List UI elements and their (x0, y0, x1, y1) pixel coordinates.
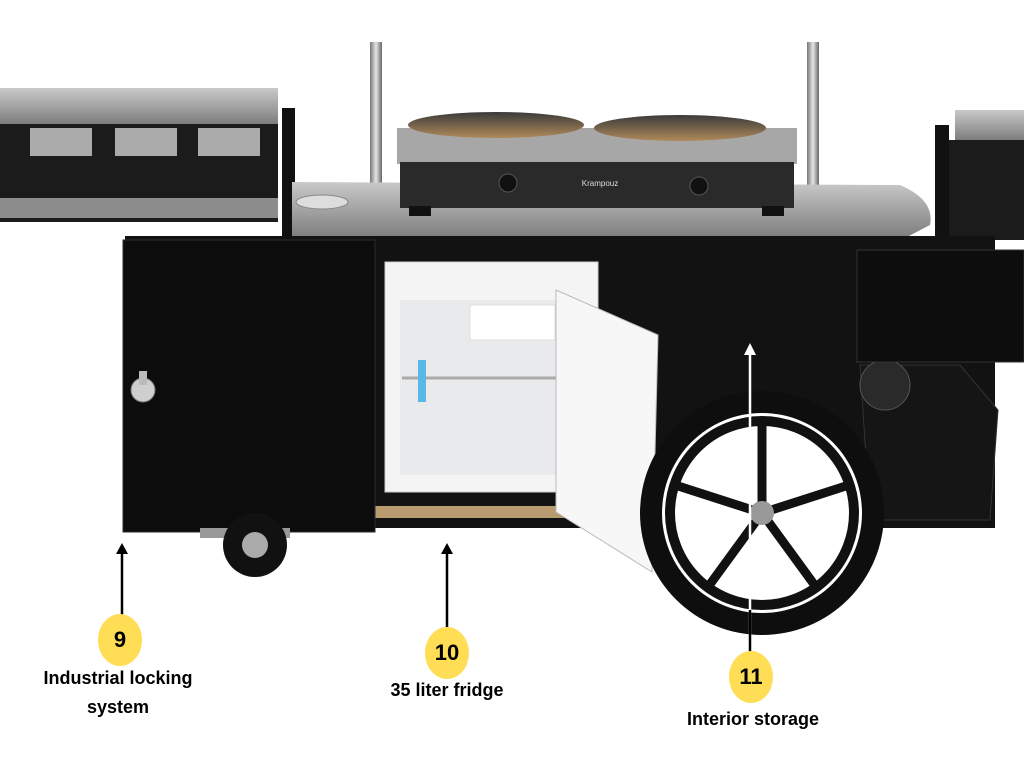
right-cabinet-door (856, 249, 1024, 363)
storage-basket (859, 359, 999, 521)
crepe-machine: Krampouz (397, 112, 797, 216)
callout-label-line: Industrial locking (43, 668, 193, 688)
svg-text:Krampouz: Krampouz (582, 179, 618, 188)
umbrella-pole-left (370, 42, 382, 202)
large-wheel (640, 391, 884, 635)
callout-label-line: Interior storage (686, 709, 820, 729)
callout-label-11: Interior storage (687, 705, 819, 734)
callout-label-10: 35 liter fridge (390, 676, 503, 705)
callout-arrow-9 (116, 543, 128, 615)
callout-badge-9: 9 (98, 614, 142, 666)
fridge (384, 261, 659, 573)
fridge-door (555, 289, 659, 573)
umbrella-pole-right (807, 42, 819, 207)
caster-wheel (200, 513, 290, 577)
callout-label-line: system (86, 697, 150, 717)
callout-badge-10: 10 (425, 627, 469, 679)
topping-tray-left (0, 88, 295, 240)
callout-label-9: Industrial locking system (43, 664, 192, 722)
industrial-lock-icon (130, 371, 156, 403)
callout-arrow-10 (441, 543, 453, 628)
callout-badge-11: 11 (729, 651, 773, 703)
callout-arrow-11 (744, 343, 756, 652)
left-cabinet-door (122, 239, 376, 533)
callout-label-line: 35 liter fridge (390, 680, 504, 700)
topping-tray-right (935, 110, 1024, 243)
